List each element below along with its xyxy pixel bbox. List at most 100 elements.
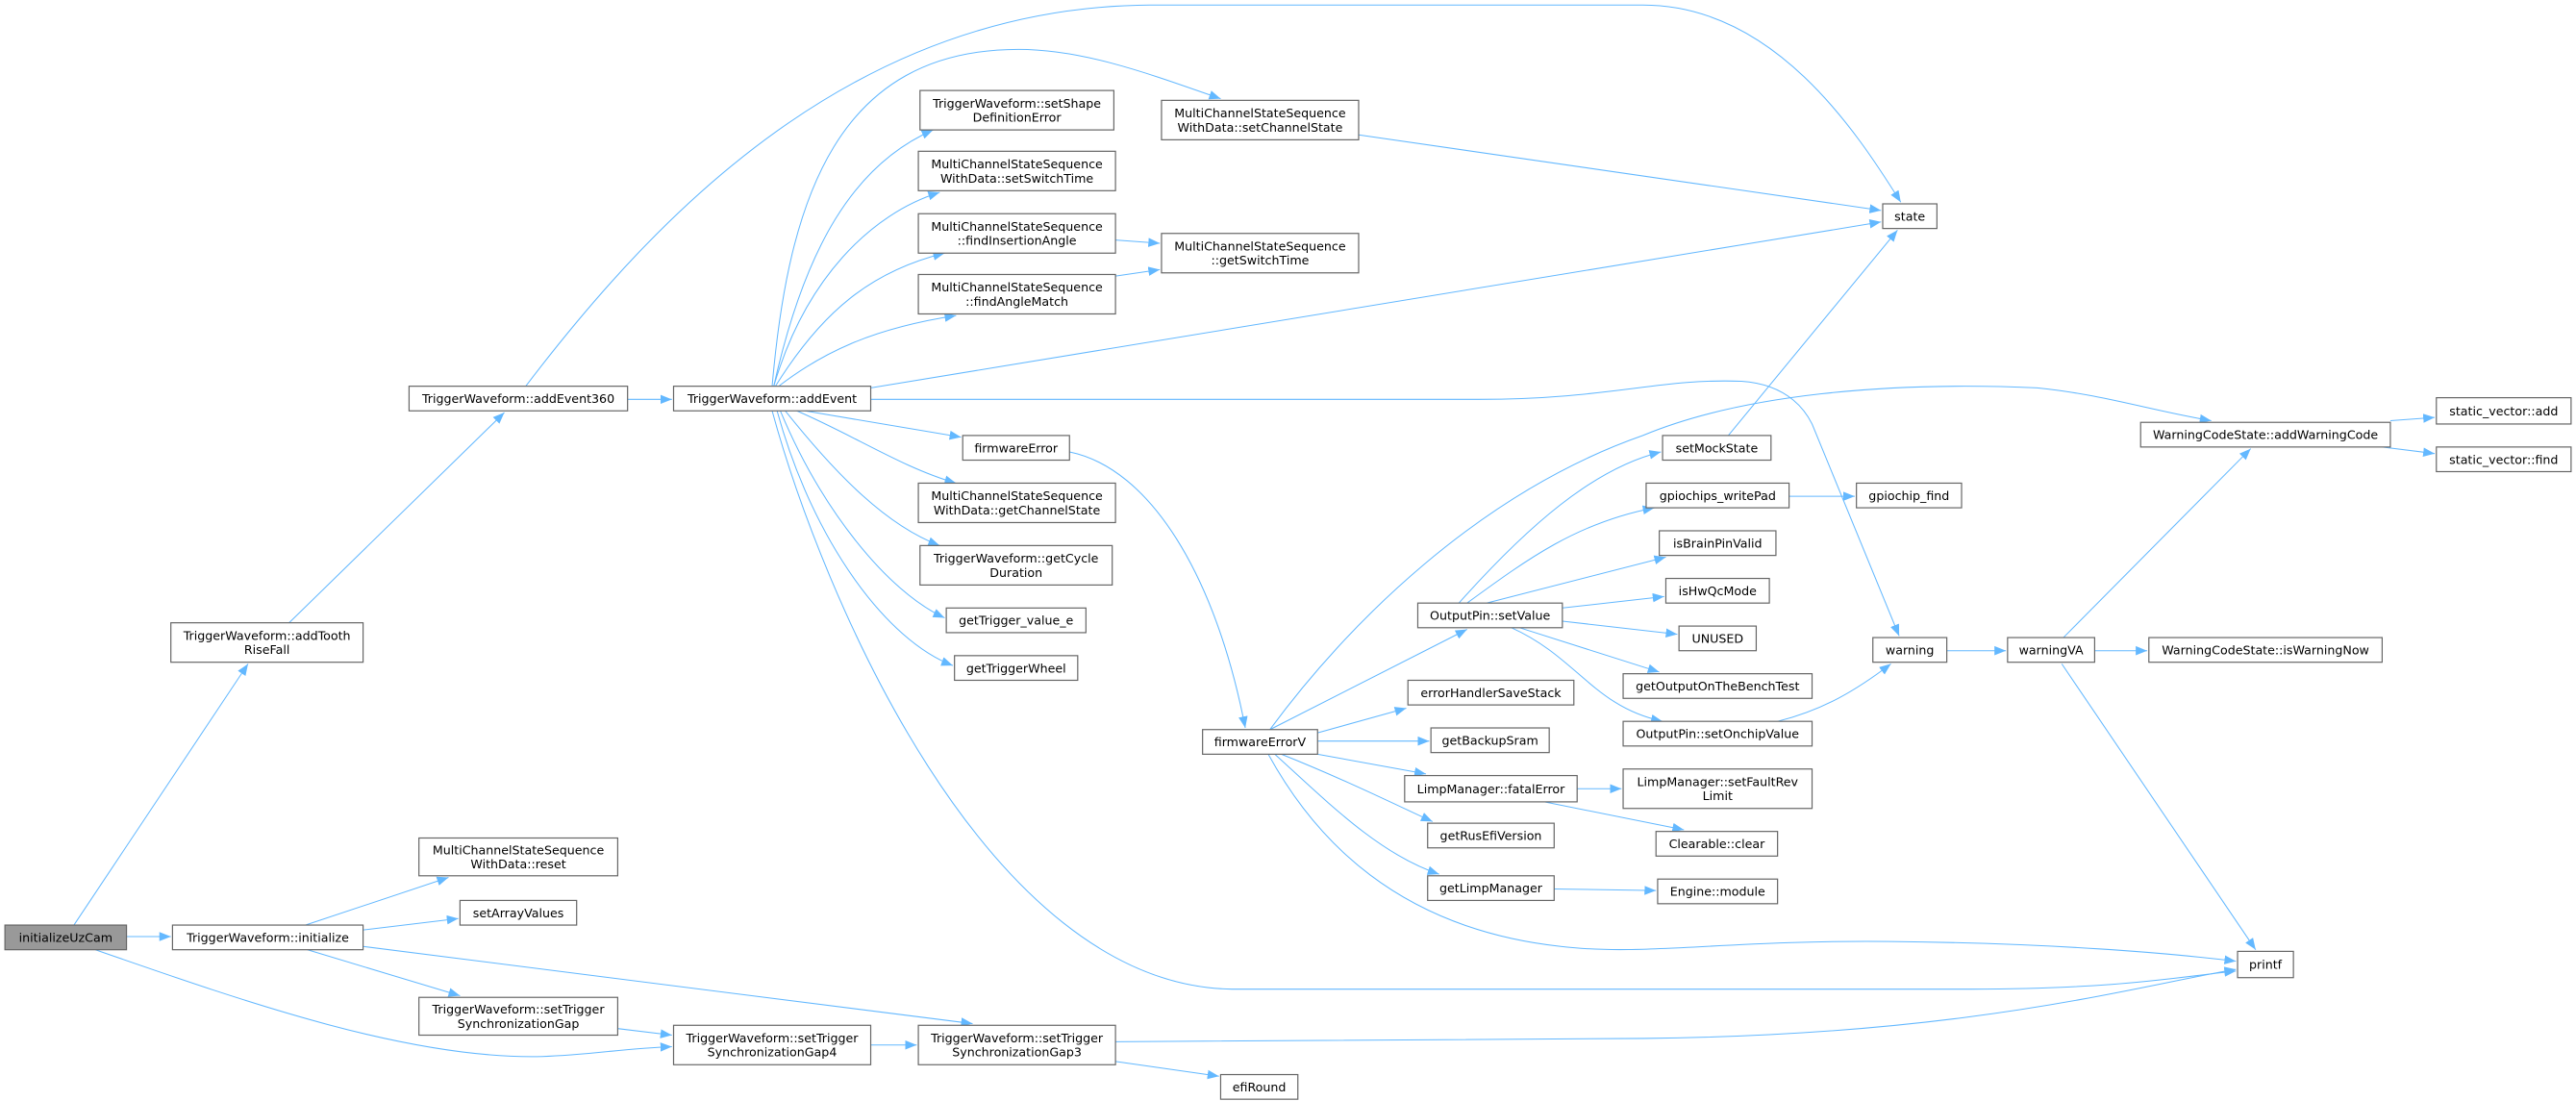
node-setSwitchTime[interactable]: MultiChannelStateSequenceWithData::setSw… xyxy=(917,150,1116,191)
edge-setValue-to-gpiochips_writePad xyxy=(1466,505,1655,604)
edge-initialize-to-gap3 xyxy=(363,945,973,1027)
node-box xyxy=(1430,727,1550,754)
node-clear[interactable]: Clearable::clear xyxy=(1655,831,1779,857)
node-printf[interactable]: printf xyxy=(2237,950,2294,979)
node-label: TriggerWaveform::addEvent360 xyxy=(421,391,614,406)
node-addWarningCode[interactable]: WarningCodeState::addWarningCode xyxy=(2139,421,2391,448)
node-box xyxy=(2436,397,2572,425)
node-initializeUzCam[interactable]: initializeUzCam xyxy=(4,924,128,951)
node-firmwareErrorV[interactable]: firmwareErrorV xyxy=(1202,729,1318,755)
node-getChannelState[interactable]: MultiChannelStateSequenceWithData::getCh… xyxy=(917,482,1116,524)
node-label: warning xyxy=(1886,642,1935,657)
node-box xyxy=(2148,637,2383,663)
node-gpiochips_writePad[interactable]: gpiochips_writePad xyxy=(1645,482,1790,509)
node-fatalError[interactable]: LimpManager::fatalError xyxy=(1404,774,1578,803)
node-setValue[interactable]: OutputPin::setValue xyxy=(1416,602,1563,629)
node-label: LimpManager::setFaultRev xyxy=(1638,775,1799,789)
node-warning[interactable]: warning xyxy=(1872,637,1948,663)
node-findAngleMatch[interactable]: MultiChannelStateSequence::findAngleMatc… xyxy=(917,273,1116,315)
node-sv_find[interactable]: static_vector::find xyxy=(2436,446,2572,473)
edge-initialize-to-gap xyxy=(307,949,461,997)
node-setOnchipValue[interactable]: OutputPin::setOnchipValue xyxy=(1622,720,1813,747)
node-label: WarningCodeState::addWarningCode xyxy=(2153,428,2378,442)
node-label: UNUSED xyxy=(1691,632,1743,646)
node-box xyxy=(1622,768,1813,810)
node-getRusEfiVersion[interactable]: getRusEfiVersion xyxy=(1427,822,1555,849)
node-isWarningNow[interactable]: WarningCodeState::isWarningNow xyxy=(2148,637,2383,663)
edge-initialize-to-setArrayValues xyxy=(363,914,459,931)
node-label: WithData::reset xyxy=(470,857,565,871)
edge-firmwareErrorV-to-printf xyxy=(1267,754,2237,964)
node-label: getBackupSram xyxy=(1442,733,1538,747)
node-box xyxy=(672,386,872,412)
node-label: firmwareError xyxy=(974,440,1059,455)
node-gap[interactable]: TriggerWaveform::setTriggerSynchronizati… xyxy=(418,996,619,1037)
node-state[interactable]: state xyxy=(1882,203,1938,230)
node-label: state xyxy=(1894,209,1925,223)
node-label: errorHandlerSaveStack xyxy=(1420,686,1562,700)
node-getLimpManager[interactable]: getLimpManager xyxy=(1427,875,1555,902)
node-getOutputOnTheBenchTest[interactable]: getOutputOnTheBenchTest xyxy=(1622,673,1813,699)
node-isHwQcMode[interactable]: isHwQcMode xyxy=(1664,577,1770,604)
node-label: isBrainPinValid xyxy=(1673,536,1762,550)
node-label: DefinitionError xyxy=(973,111,1063,125)
node-box xyxy=(672,1024,872,1065)
node-warningVA[interactable]: warningVA xyxy=(2007,637,2095,663)
node-firmwareError[interactable]: firmwareError xyxy=(962,435,1070,462)
node-label: SynchronizationGap3 xyxy=(952,1045,1082,1060)
node-label: setMockState xyxy=(1676,440,1759,455)
node-label: gpiochips_writePad xyxy=(1660,488,1776,503)
node-initialize[interactable]: TriggerWaveform::initialize xyxy=(171,924,364,951)
node-box xyxy=(1882,203,1938,230)
node-getTriggerWheel[interactable]: getTriggerWheel xyxy=(954,655,1079,682)
node-UNUSED[interactable]: UNUSED xyxy=(1678,625,1758,652)
edge-addEvent-to-firmwareError xyxy=(805,410,962,440)
node-getSwitchTime[interactable]: MultiChannelStateSequence::getSwitchTime xyxy=(1161,233,1360,274)
node-gap4[interactable]: TriggerWaveform::setTriggerSynchronizati… xyxy=(672,1024,872,1065)
node-box xyxy=(2007,637,2095,663)
edge-initialize-to-reset xyxy=(305,876,449,926)
node-gap3[interactable]: TriggerWaveform::setTriggerSynchronizati… xyxy=(917,1024,1116,1065)
node-addEvent360[interactable]: TriggerWaveform::addEvent360 xyxy=(408,386,629,412)
edge-addToothRiseFall-to-addEvent360 xyxy=(288,412,505,624)
node-getTrigger_value_e[interactable]: getTrigger_value_e xyxy=(945,607,1087,634)
edge-gap3-to-printf xyxy=(1115,966,2237,1042)
node-addEvent[interactable]: TriggerWaveform::addEvent xyxy=(672,386,872,412)
node-box xyxy=(1622,673,1813,699)
node-setArrayValues[interactable]: setArrayValues xyxy=(459,899,578,926)
edge-firmwareErrorV-to-fatalError xyxy=(1317,753,1427,777)
node-gpiochip_find[interactable]: gpiochip_find xyxy=(1856,482,1963,509)
edge-setValue-to-setOnchipValue xyxy=(1511,627,1663,724)
edge-addEvent360-to-state xyxy=(525,4,1902,387)
node-box xyxy=(1856,482,1963,509)
node-isBrainPinValid[interactable]: isBrainPinValid xyxy=(1659,530,1777,557)
node-module[interactable]: Engine::module xyxy=(1657,878,1779,905)
node-getBackupSram[interactable]: getBackupSram xyxy=(1430,727,1550,754)
node-efiRound[interactable]: efiRound xyxy=(1219,1073,1299,1100)
node-label: SynchronizationGap xyxy=(458,1016,580,1031)
node-box xyxy=(962,435,1070,462)
node-setMockState[interactable]: setMockState xyxy=(1662,435,1772,462)
node-errorHandlerSaveStack[interactable]: errorHandlerSaveStack xyxy=(1407,679,1575,706)
node-box xyxy=(4,924,128,951)
node-sv_add[interactable]: static_vector::add xyxy=(2436,397,2572,425)
node-label: static_vector::add xyxy=(2449,404,2558,418)
edge-addEvent-to-setChannelState xyxy=(771,48,1221,387)
node-box xyxy=(945,607,1087,634)
node-label: TriggerWaveform::initialize xyxy=(186,930,349,944)
node-label: getTriggerWheel xyxy=(966,661,1066,675)
node-box xyxy=(1678,625,1758,652)
node-label: SynchronizationGap4 xyxy=(708,1045,838,1060)
edge-warningVA-to-addWarningCode xyxy=(2063,448,2252,638)
node-label: getTrigger_value_e xyxy=(959,613,1073,628)
node-setChannelState[interactable]: MultiChannelStateSequenceWithData::setCh… xyxy=(1161,99,1360,140)
node-findInsertionAngle[interactable]: MultiChannelStateSequence::findInsertion… xyxy=(917,213,1116,254)
edge-findAngleMatch-to-getSwitchTime xyxy=(1115,266,1161,277)
node-box xyxy=(1404,774,1578,803)
edge-firmwareErrorV-to-getRusEfiVersion xyxy=(1281,753,1434,822)
